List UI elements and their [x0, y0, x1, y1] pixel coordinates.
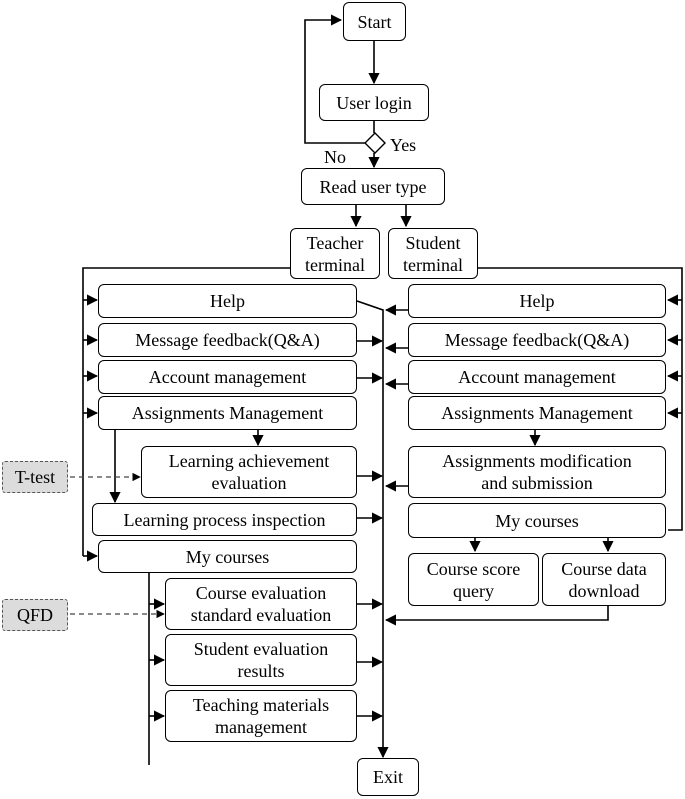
no-label: No [324, 147, 346, 167]
teacher-message-feedback-node: Message feedback(Q&A) [98, 323, 357, 357]
start-node: Start [343, 2, 406, 41]
teacher-help-node: Help [98, 284, 357, 318]
student-assignments-management-node: Assignments Management [408, 396, 666, 430]
teacher-my-courses-node: My courses [98, 540, 357, 573]
t-test-tag: T-test [2, 461, 68, 493]
course-evaluation-standard-node: Course evaluation standard evaluation [165, 578, 357, 630]
student-help-node: Help [408, 284, 666, 318]
student-my-courses-node: My courses [408, 503, 666, 538]
learning-achievement-evaluation-node: Learning achievement evaluation [141, 446, 357, 498]
teaching-materials-management-node: Teaching materials management [165, 690, 357, 742]
login-decision-diamond [364, 132, 386, 154]
yes-label: Yes [390, 135, 417, 155]
course-data-download-node: Course data download [542, 553, 666, 606]
teacher-account-management-node: Account management [98, 360, 357, 394]
learning-process-inspection-node: Learning process inspection [92, 503, 357, 536]
qfd-tag: QFD [2, 599, 68, 631]
student-terminal-node: Student terminal [388, 228, 478, 279]
read-user-type-node: Read user type [301, 168, 445, 205]
student-evaluation-results-node: Student evaluation results [165, 634, 357, 686]
user-login-node: User login [319, 84, 429, 121]
student-message-feedback-node: Message feedback(Q&A) [408, 323, 666, 357]
exit-node: Exit [357, 758, 419, 796]
teacher-terminal-node: Teacher terminal [290, 228, 380, 279]
student-account-management-node: Account management [408, 360, 666, 394]
course-score-query-node: Course score query [408, 553, 539, 606]
teacher-assignments-management-node: Assignments Management [98, 396, 357, 430]
assignments-modification-node: Assignments modification and submission [408, 446, 666, 498]
